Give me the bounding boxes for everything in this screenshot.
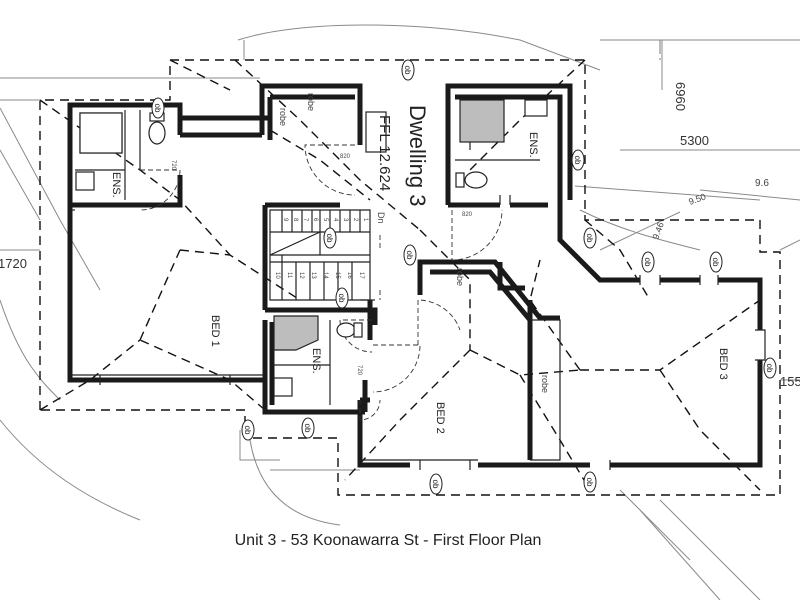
door-size-labels: 720 820 820 720 bbox=[170, 154, 473, 376]
stair-step-number: 9 bbox=[282, 218, 288, 222]
right-ensuite-vanity bbox=[524, 99, 548, 117]
walls bbox=[67, 83, 763, 468]
ob-window-tag: ob bbox=[763, 357, 777, 379]
ob-window-tag: ob bbox=[429, 473, 443, 495]
svg-text:ob: ob bbox=[643, 258, 652, 267]
door-size-label: 820 bbox=[340, 154, 351, 160]
ob-window-tag: ob bbox=[301, 417, 315, 439]
stair-step-number: 15 bbox=[334, 272, 340, 279]
middle-ensuite-label: ENS. bbox=[310, 348, 322, 374]
level-9-6: 9.6 bbox=[755, 178, 769, 189]
dimension-5300: 5300 bbox=[680, 133, 709, 148]
svg-text:ob: ob bbox=[585, 478, 594, 487]
stair-step-number: 16 bbox=[346, 272, 352, 279]
level-9-50: 9.50 bbox=[687, 191, 707, 206]
ob-window-tag: ob bbox=[583, 227, 597, 249]
ob-window-tag: ob bbox=[335, 287, 349, 309]
robe-label: robe bbox=[455, 268, 465, 286]
stair-step-number: 10 bbox=[274, 272, 280, 279]
svg-text:ob: ob bbox=[711, 258, 720, 267]
stair-step-number: 4 bbox=[332, 218, 338, 222]
stair-step-number: 2 bbox=[352, 218, 358, 222]
svg-text:ob: ob bbox=[337, 294, 346, 303]
svg-text:ob: ob bbox=[585, 234, 594, 243]
middle-ensuite-toilet bbox=[336, 322, 356, 338]
right-ensuite-toilet bbox=[464, 171, 488, 189]
stair-step-number: 5 bbox=[322, 218, 328, 222]
dimension-6960: 6960 bbox=[673, 82, 688, 111]
dimension-155: 155 bbox=[780, 374, 800, 389]
door-size-label: 720 bbox=[356, 365, 362, 376]
ob-window-tag: ob bbox=[323, 227, 337, 249]
stair-step-number: 14 bbox=[322, 272, 328, 279]
finished-floor-level: FFL 12.624 bbox=[376, 115, 393, 191]
svg-text:ob: ob bbox=[153, 104, 162, 113]
stair-step-number: 11 bbox=[286, 272, 292, 279]
svg-text:ob: ob bbox=[405, 251, 414, 260]
stair-step-number: 8 bbox=[292, 218, 298, 222]
stair-step-number: 13 bbox=[310, 272, 316, 279]
stair-direction-label: Dn bbox=[376, 212, 386, 224]
plan-caption: Unit 3 - 53 Koonawarra St - First Floor … bbox=[234, 532, 542, 549]
ob-window-tag: ob bbox=[709, 251, 723, 273]
door-swings bbox=[139, 144, 503, 421]
stair-step-number: 7 bbox=[302, 218, 308, 222]
ob-window-tag: ob bbox=[583, 471, 597, 493]
dwelling-name: Dwelling 3 bbox=[405, 105, 430, 207]
svg-text:ob: ob bbox=[573, 156, 582, 165]
bed-1-label: BED 1 bbox=[209, 315, 221, 347]
stair-step-number: 1 bbox=[362, 218, 368, 222]
door-size-label: 720 bbox=[170, 160, 176, 171]
room-labels: Dwelling 3 FFL 12.624 BED 1 BED 2 BED 3 … bbox=[110, 93, 729, 434]
left-ensuite-toilet bbox=[148, 121, 166, 145]
bed-3-label: BED 3 bbox=[717, 348, 729, 380]
stair-step-number: 6 bbox=[312, 218, 318, 222]
stair-step-number: 12 bbox=[298, 272, 304, 279]
ob-window-tag: ob bbox=[151, 97, 165, 119]
ob-window-tag: ob bbox=[571, 149, 585, 171]
svg-text:ob: ob bbox=[431, 480, 440, 489]
left-ensuite-label: ENS. bbox=[110, 172, 122, 198]
robe-label: robe bbox=[278, 108, 288, 126]
robe-label: robe bbox=[540, 375, 550, 393]
ob-window-tag: ob bbox=[403, 244, 417, 266]
svg-text:ob: ob bbox=[765, 364, 774, 373]
ob-window-tag: ob bbox=[401, 59, 415, 81]
svg-text:ob: ob bbox=[325, 234, 334, 243]
robe-label: robe bbox=[306, 93, 316, 111]
stair-step-number: 3 bbox=[342, 218, 348, 222]
middle-ensuite-shower bbox=[273, 315, 319, 351]
site-context-lines bbox=[0, 24, 800, 600]
door-size-label: 820 bbox=[462, 212, 473, 218]
right-ensuite-label: ENS. bbox=[527, 132, 539, 158]
left-ensuite-vanity bbox=[75, 171, 95, 191]
svg-text:ob: ob bbox=[403, 66, 412, 75]
middle-ensuite-vanity bbox=[273, 377, 293, 397]
bed-2-label: BED 2 bbox=[434, 402, 446, 434]
svg-text:ob: ob bbox=[303, 424, 312, 433]
ob-window-tag: ob bbox=[241, 419, 255, 441]
window-tags: ob ob ob ob ob ob ob ob ob ob ob ob ob ob bbox=[151, 59, 777, 495]
dimension-1720: 1720 bbox=[0, 256, 27, 271]
right-ensuite-shower bbox=[459, 99, 505, 143]
svg-text:ob: ob bbox=[243, 426, 252, 435]
level-9-46: 9.46 bbox=[650, 221, 665, 241]
stair-step-number: 17 bbox=[358, 272, 364, 279]
ob-window-tag: ob bbox=[641, 251, 655, 273]
